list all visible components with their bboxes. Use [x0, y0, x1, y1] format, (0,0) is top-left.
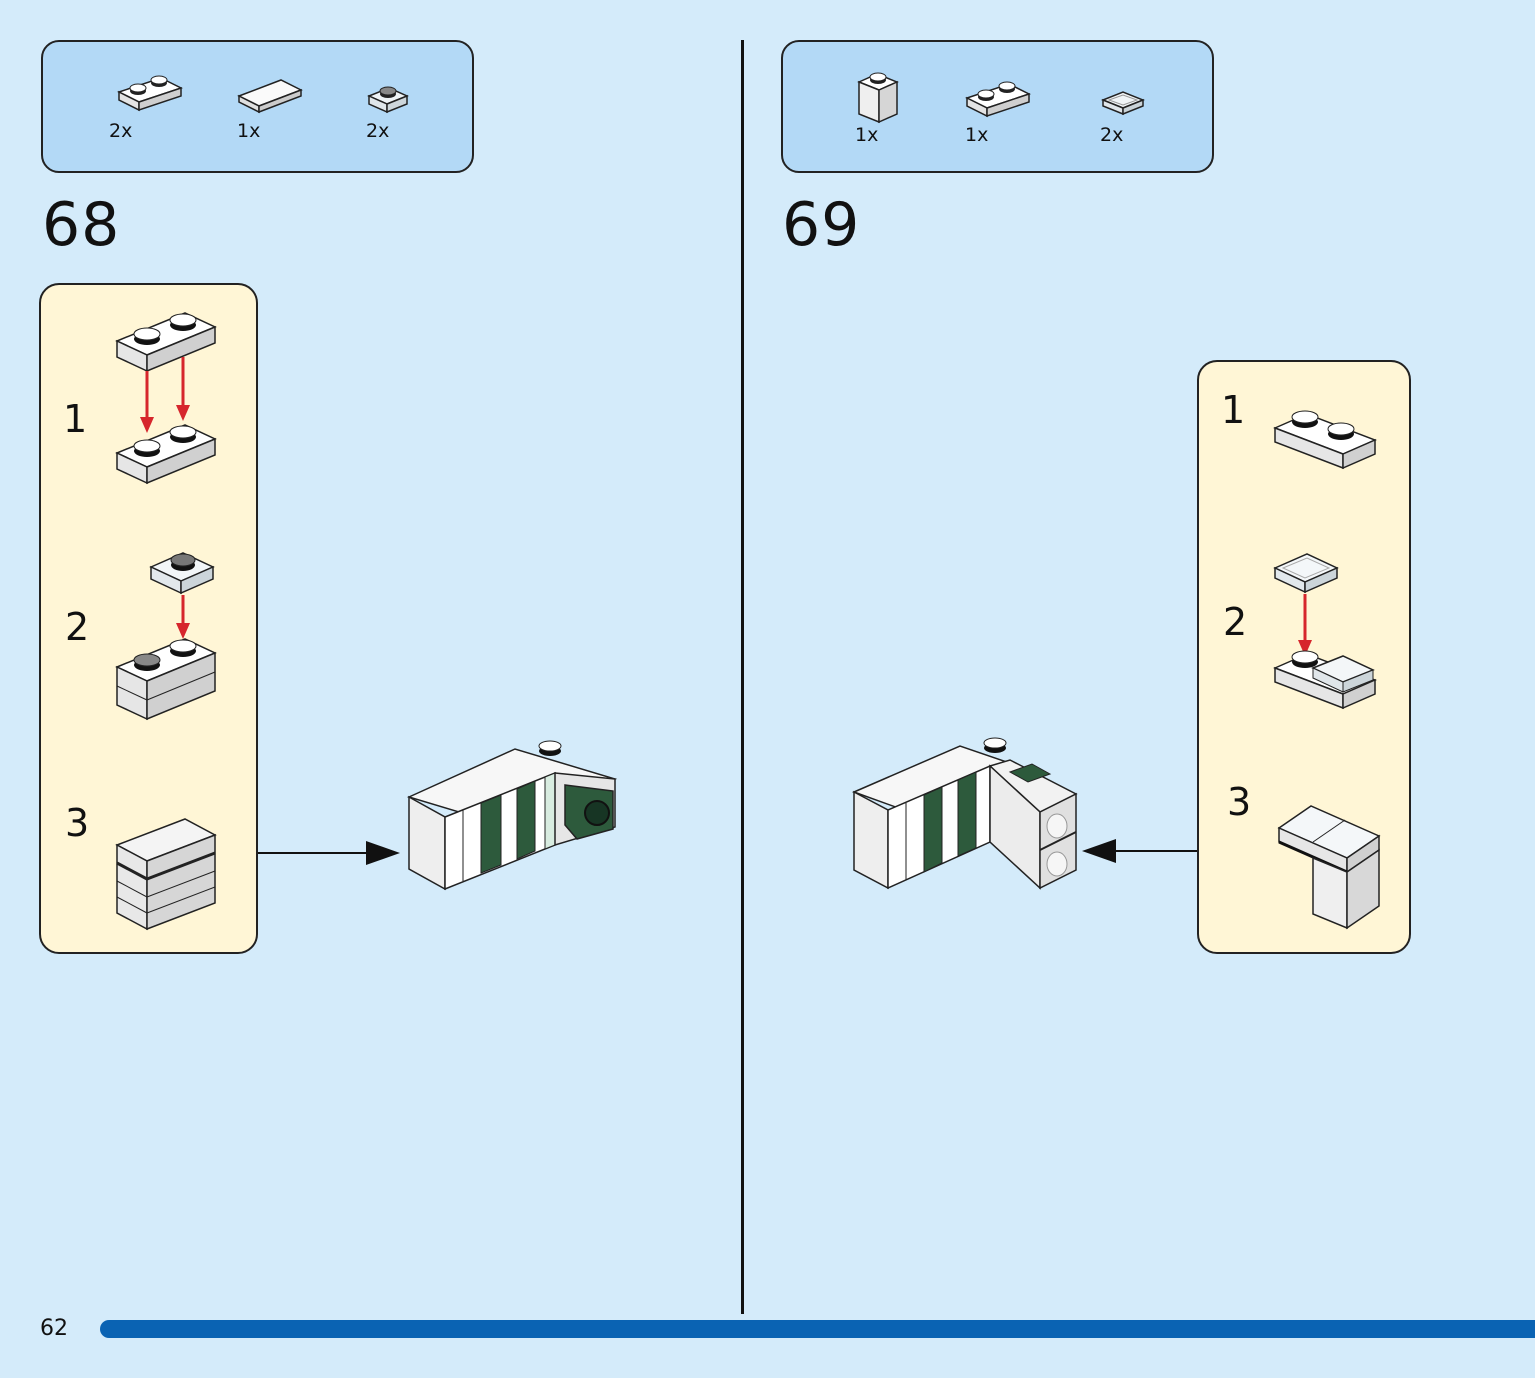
model-assembly-68	[406, 740, 618, 891]
substep-1-illustration	[1273, 410, 1377, 470]
plate-1x2-bottom-icon	[115, 424, 217, 485]
step-number-69: 69	[782, 190, 861, 260]
parts-list-step-69: 1x 1x 2x	[781, 40, 1214, 173]
part-plate-1x2	[105, 70, 195, 116]
assembly-arrow-left	[1082, 839, 1200, 863]
plate-1x2-white-icon	[117, 75, 183, 112]
tile-1x2-white-icon	[237, 79, 303, 114]
substep-2-illustration	[1273, 553, 1377, 710]
plate-1x2-white-icon	[965, 81, 1031, 118]
substep-box-step-69: 1 2 3	[1197, 360, 1411, 954]
substep-1-illustration	[115, 312, 217, 485]
part-brick-1x1	[833, 68, 923, 124]
plate-1x1-clear-icon	[367, 86, 409, 114]
part-qty: 1x	[855, 124, 879, 146]
substep-2-illustration	[115, 552, 217, 721]
parts-list-step-68: 2x 1x 2x	[41, 40, 474, 173]
part-qty: 2x	[1100, 124, 1124, 146]
model-assembly-69	[851, 737, 1078, 890]
stacked-plates-icon	[115, 638, 217, 721]
page-number: 62	[40, 1316, 68, 1341]
substep-3-illustration	[1277, 805, 1381, 930]
part-plate-1x2	[953, 76, 1043, 122]
substep-3-illustration	[115, 818, 217, 931]
part-qty: 2x	[109, 120, 133, 142]
part-qty: 1x	[965, 124, 989, 146]
page-divider	[741, 40, 744, 1314]
tile-1x1-clear-icon	[1100, 91, 1146, 116]
part-tile-1x1-clear	[1078, 86, 1168, 122]
substep-number: 3	[1227, 780, 1252, 824]
substep-box-step-68: 1 2 3	[39, 283, 258, 954]
part-plate-1x1-clear	[343, 78, 433, 118]
part-tile-1x2	[225, 74, 315, 114]
part-qty: 2x	[366, 120, 390, 142]
substep-number: 1	[63, 397, 88, 441]
tile-1x1-clear-icon	[1273, 553, 1339, 594]
substep-number: 2	[1223, 600, 1248, 644]
step-number-68: 68	[42, 190, 121, 260]
brick-1x1-white-icon	[857, 72, 899, 124]
part-qty: 1x	[237, 120, 261, 142]
plate-1x1-clear-icon	[149, 552, 215, 595]
plate-1x2-top-icon	[115, 312, 217, 373]
substep-number: 3	[65, 801, 90, 845]
progress-bar	[100, 1320, 1535, 1338]
substep-number: 2	[65, 605, 90, 649]
substep-number: 1	[1221, 388, 1246, 432]
plate-with-tile-icon	[1273, 650, 1377, 710]
assembly-arrow-right	[258, 841, 400, 865]
